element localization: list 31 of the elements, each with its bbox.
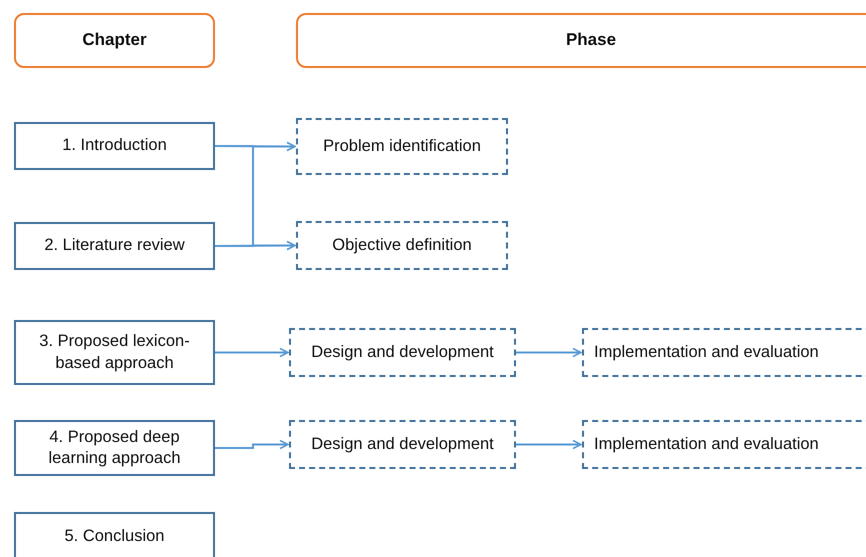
box-label: Implementation and evaluation: [593, 342, 820, 363]
arrow: [215, 240, 296, 250]
box-label: Design and development: [310, 434, 495, 455]
arrow: [516, 348, 582, 358]
phase-box: [582, 328, 866, 377]
box-label: 3. Proposed lexicon-based approach: [38, 331, 191, 374]
box-label: Objective definition: [331, 234, 473, 256]
box-label: Implementation and evaluation: [593, 434, 820, 455]
box-label: 1. Introduction: [61, 135, 168, 156]
box-label: 5. Conclusion: [64, 526, 166, 548]
column-heading: Phase: [564, 29, 618, 52]
arrow: [516, 440, 582, 450]
phase-box: [296, 221, 508, 270]
phase-box: [289, 420, 516, 469]
chapter-box: [14, 512, 215, 557]
chapter-box: [14, 320, 215, 385]
chapter-box: [14, 222, 215, 270]
phase-box: [289, 328, 516, 377]
header-box: [14, 13, 215, 68]
header-box: [296, 13, 866, 68]
arrow: [215, 440, 289, 450]
box-label: 2. Literature review: [43, 235, 186, 256]
arrow: [215, 348, 289, 358]
chapter-box: [14, 122, 215, 170]
box-label: Problem identification: [322, 136, 482, 157]
phase-box: [582, 420, 866, 469]
phase-box: [296, 118, 508, 175]
column-heading: Chapter: [81, 29, 148, 52]
box-label: 4. Proposed deep learning approach: [47, 426, 182, 469]
box-label: Design and development: [310, 342, 495, 363]
chapter-box: [14, 420, 215, 476]
